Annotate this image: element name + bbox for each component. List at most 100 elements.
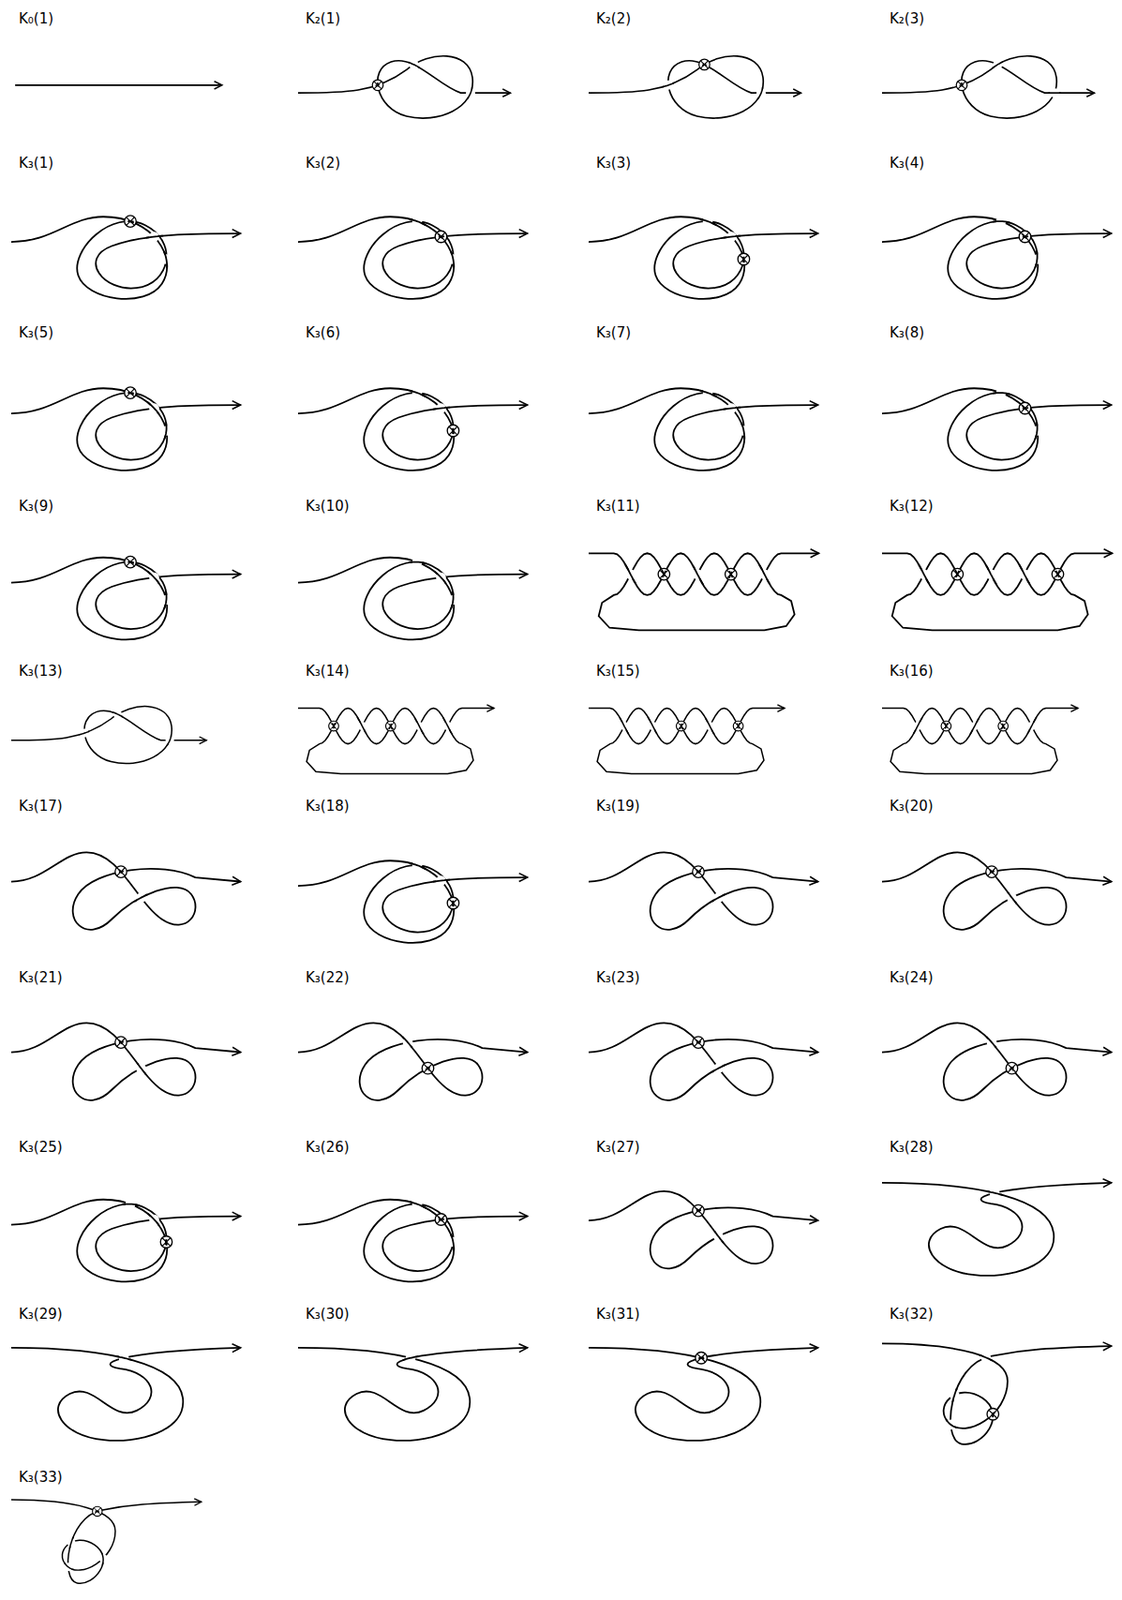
knot-label: K₃(24) xyxy=(887,969,936,987)
knot-diagram xyxy=(11,344,246,491)
crossing xyxy=(1027,717,1037,734)
knot-diagram xyxy=(11,1489,246,1594)
knot-strand xyxy=(882,1022,1112,1101)
crossing xyxy=(987,1036,998,1048)
knot-strand xyxy=(588,388,819,471)
knot-strand xyxy=(882,553,1113,630)
arrowhead xyxy=(1104,549,1113,558)
knot-label: K₃(27) xyxy=(594,1138,643,1156)
knot-label: K₃(14) xyxy=(303,662,352,680)
arrowhead xyxy=(194,1498,201,1506)
crossing xyxy=(1005,1062,1018,1075)
crossing xyxy=(415,718,424,735)
crossing xyxy=(147,570,160,584)
knot-label: K₃(20) xyxy=(887,797,936,815)
knot-diagram xyxy=(11,1159,246,1299)
knot-diagram xyxy=(298,1326,533,1462)
knot-label: K₃(13) xyxy=(16,662,65,680)
crossing xyxy=(956,79,968,91)
arrowhead xyxy=(231,876,240,885)
crossing xyxy=(692,1204,705,1217)
knot-label: K₃(23) xyxy=(594,969,643,987)
crossing xyxy=(619,717,629,734)
crossing xyxy=(161,422,172,440)
arrowhead xyxy=(1102,1047,1111,1056)
knot-label: K₃(2) xyxy=(303,154,343,172)
crossing xyxy=(661,80,674,90)
crossing xyxy=(448,251,459,269)
arrowhead xyxy=(214,81,223,90)
knot-label: K₃(30) xyxy=(303,1305,352,1323)
crossing xyxy=(700,216,717,227)
knot-strand xyxy=(14,84,223,87)
knot-diagram xyxy=(298,518,533,656)
crossing xyxy=(723,403,741,414)
knot-label: K₃(16) xyxy=(887,662,936,680)
knot-label: K₃(25) xyxy=(16,1138,65,1156)
knot-strand xyxy=(588,1347,819,1441)
crossing xyxy=(135,1062,147,1075)
knot-strand xyxy=(882,1182,1112,1276)
crossing xyxy=(443,718,452,735)
crossing xyxy=(998,720,1009,732)
knot-strand xyxy=(882,56,1095,119)
knot-label: K₃(32) xyxy=(887,1305,936,1323)
crossing xyxy=(918,564,929,584)
crossing xyxy=(713,1231,724,1243)
crossing xyxy=(146,231,164,242)
crossing xyxy=(737,253,750,266)
knot-strand xyxy=(588,1191,819,1270)
knot-strand xyxy=(11,706,207,764)
knot-label: K₃(6) xyxy=(303,324,343,342)
crossing xyxy=(357,717,367,734)
crossing xyxy=(63,1562,74,1571)
knot-diagram xyxy=(588,1159,823,1299)
knot-strand xyxy=(882,388,1112,471)
arrowhead xyxy=(502,89,510,97)
knot-strand xyxy=(11,1347,241,1441)
crossing xyxy=(433,570,447,584)
crossing xyxy=(124,555,137,569)
knot-strand xyxy=(588,56,802,119)
arrowhead xyxy=(519,1344,528,1353)
arrowhead xyxy=(809,229,819,239)
crossing xyxy=(448,1234,459,1252)
crossing xyxy=(756,87,766,99)
knot-label: K₃(10) xyxy=(303,497,352,515)
arrowhead xyxy=(1103,401,1112,410)
crossing xyxy=(723,231,741,242)
knot-diagram xyxy=(11,518,246,656)
crossing xyxy=(941,720,952,732)
crossing xyxy=(625,564,636,584)
arrowhead xyxy=(809,1344,819,1353)
arrowhead xyxy=(519,1211,528,1221)
arrowhead xyxy=(519,873,528,883)
knot-label: K₂(2) xyxy=(594,10,633,28)
crossing xyxy=(115,1036,128,1049)
crossing xyxy=(987,1187,1003,1198)
arrowhead xyxy=(808,1047,818,1056)
knot-strand xyxy=(298,1022,528,1101)
crossing xyxy=(434,230,448,243)
knot-diagram xyxy=(11,989,246,1132)
knot-diagram xyxy=(588,989,823,1132)
crossing xyxy=(992,216,1010,227)
knot-strand xyxy=(882,852,1112,930)
crossing xyxy=(329,720,340,732)
crossing xyxy=(433,875,450,886)
crossing xyxy=(949,1388,960,1403)
crossing xyxy=(705,718,715,735)
knot-strand xyxy=(298,557,528,641)
crossing xyxy=(134,892,148,903)
knot-label: K₃(4) xyxy=(887,154,927,172)
crossing xyxy=(738,422,749,440)
arrowhead xyxy=(777,704,785,713)
crossing xyxy=(970,718,980,735)
crossing xyxy=(1032,422,1043,440)
arrowhead xyxy=(232,1211,241,1221)
arrowhead xyxy=(792,89,801,97)
knot-strand xyxy=(588,852,819,930)
crossing xyxy=(408,59,420,70)
knot-label: K₃(21) xyxy=(16,969,65,987)
crossing xyxy=(115,866,128,879)
